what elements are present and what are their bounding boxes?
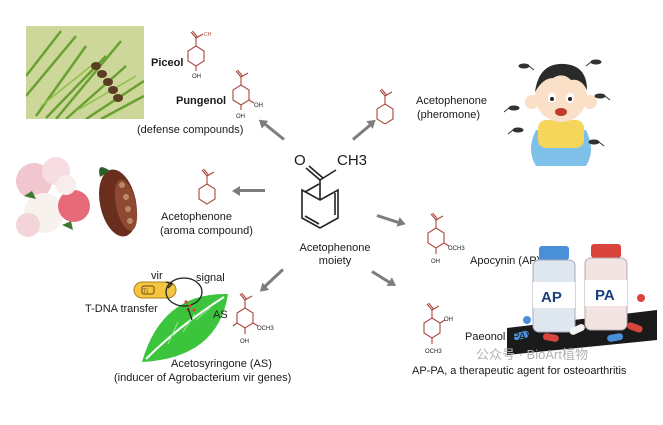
paeonol-methoxy-label: OCH3 bbox=[425, 349, 442, 355]
ap-pa-vials-illustration: AP PA bbox=[507, 244, 657, 355]
pungenol-label: Pungenol bbox=[176, 95, 227, 107]
svg-text:OH: OH bbox=[431, 259, 440, 265]
svg-text:OH: OH bbox=[192, 74, 201, 80]
arrow-to-defense bbox=[262, 121, 285, 141]
acetosyringone-structure: OH OCH3 bbox=[232, 292, 274, 345]
piceol-label: Piceol bbox=[151, 57, 184, 69]
aroma-acetophenone-structure bbox=[198, 168, 216, 205]
arrow-to-paeonol bbox=[371, 270, 392, 285]
signal-label: signal bbox=[196, 272, 225, 284]
pungenol-structure: OH OH bbox=[232, 69, 263, 120]
defense-caption: (defense compounds) bbox=[137, 124, 244, 136]
child-mosquitoes-illustration bbox=[503, 59, 611, 166]
flowers-cocoa-photo bbox=[14, 151, 144, 239]
apocynin-label: Apocynin (AP) bbox=[470, 255, 541, 267]
arrow-to-aroma bbox=[238, 189, 265, 192]
pheromone-caption: (pheromone) bbox=[417, 109, 480, 121]
ap-vial-label: AP bbox=[541, 289, 562, 306]
paeonol-label: Paeonol (PA) bbox=[465, 331, 530, 343]
apocynin-structure: OH OCH3 bbox=[427, 212, 465, 265]
apocynin-methoxy-label: OCH3 bbox=[448, 246, 465, 252]
paeonol-structure: OH OCH3 bbox=[423, 302, 453, 355]
center-label-line1: Acetophenone bbox=[299, 242, 371, 254]
acetosyringone-name: Acetosyringone (AS) bbox=[171, 358, 272, 370]
pine-caterpillar-photo bbox=[26, 26, 144, 119]
svg-text:OH: OH bbox=[236, 114, 245, 120]
ti-plasmid-label: Ti bbox=[143, 289, 148, 295]
arrow-to-acetosyringone bbox=[262, 268, 285, 289]
center-label: Acetophenone moiety bbox=[280, 242, 390, 268]
aroma-caption: (aroma compound) bbox=[160, 225, 253, 237]
methyl-group-label: CH3 bbox=[337, 152, 368, 169]
aroma-name: Acetophenone bbox=[161, 211, 232, 223]
piceol-structure: OH CH bbox=[187, 30, 212, 80]
svg-text:OH: OH bbox=[240, 339, 249, 345]
agrobacterium-leaf-illustration: Ti bbox=[133, 277, 228, 362]
pa-vial-label: PA bbox=[595, 287, 615, 304]
as-tag-label: AS bbox=[213, 309, 228, 321]
pheromone-acetophenone-structure bbox=[376, 88, 394, 124]
svg-text:OH: OH bbox=[444, 317, 453, 323]
tdna-transfer-label: T-DNA transfer bbox=[85, 303, 158, 315]
ap-pa-caption: AP-PA, a therapeutic agent for osteoarth… bbox=[412, 365, 627, 377]
svg-text:CH: CH bbox=[204, 32, 212, 38]
watermark: 公众号 · BioArt植物 bbox=[476, 347, 588, 362]
acetosyringone-methoxy-label: OCH3 bbox=[257, 326, 274, 332]
arrow-to-pheromone bbox=[352, 122, 373, 141]
carbonyl-oxygen-label: O bbox=[294, 152, 306, 169]
acetophenone-moiety-structure bbox=[301, 165, 339, 229]
acetosyringone-caption: (inducer of Agrobacterium vir genes) bbox=[114, 372, 292, 384]
svg-text:OH: OH bbox=[254, 103, 263, 109]
vir-label: vir bbox=[151, 270, 163, 282]
pheromone-name: Acetophenone bbox=[416, 95, 487, 107]
center-label-line2: moiety bbox=[318, 255, 352, 267]
